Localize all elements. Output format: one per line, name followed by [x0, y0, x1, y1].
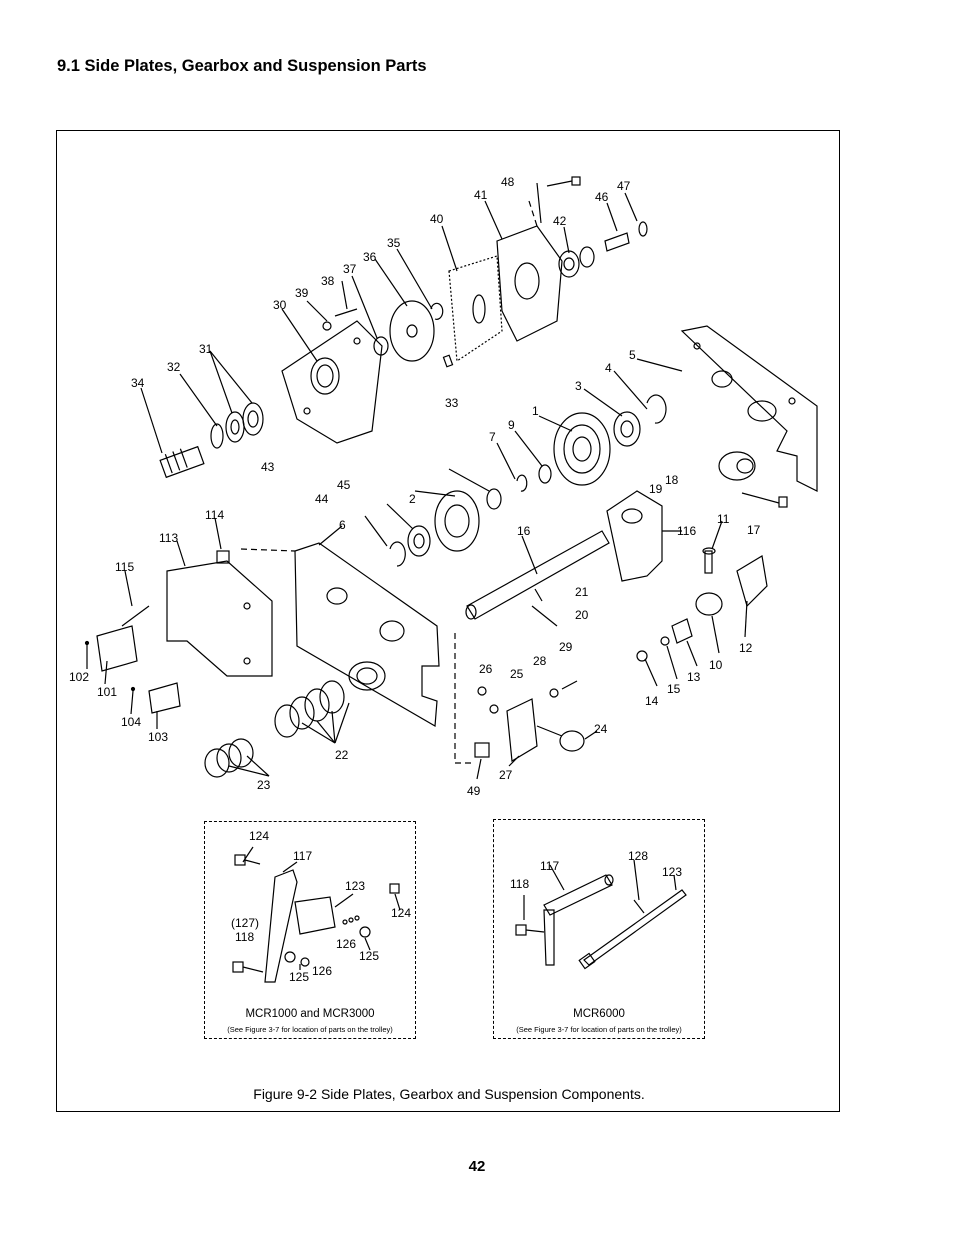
part-label: 18 — [665, 473, 679, 487]
part-label: 13 — [687, 670, 701, 684]
part-label: 102 — [69, 670, 89, 684]
part-label: 2 — [409, 492, 416, 506]
part-label: 118 — [510, 877, 529, 891]
part-label: (127) — [231, 916, 259, 930]
part-label: 44 — [315, 492, 329, 506]
part-label: 124 — [249, 829, 269, 843]
part-label: 33 — [445, 396, 459, 410]
part-label: 37 — [343, 262, 357, 276]
part-label: 116 — [677, 524, 696, 538]
part-label: 23 — [257, 778, 271, 792]
section-title: 9.1 Side Plates, Gearbox and Suspension … — [57, 57, 427, 75]
inset-note: (See Figure 3-7 for location of parts on… — [516, 1025, 682, 1034]
part-label: 115 — [115, 560, 134, 574]
part-label: 4 — [605, 361, 612, 375]
part-label: 117 — [293, 849, 312, 863]
part-label: 117 — [540, 859, 559, 873]
inset-mcr1000-mcr3000: 124 117 123 124 (127) 118 126 125 125 12… — [204, 821, 416, 1039]
part-label: 29 — [559, 640, 573, 654]
part-label: 39 — [295, 286, 309, 300]
part-label: 41 — [474, 188, 488, 202]
exploded-parts-diagram: 48 41 47 46 40 42 35 36 37 38 39 30 31 3… — [69, 175, 818, 798]
part-label: 22 — [335, 748, 349, 762]
part-label: 118 — [235, 930, 254, 944]
part-label: 47 — [617, 179, 631, 193]
part-label: 46 — [595, 190, 609, 204]
part-label: 20 — [575, 608, 589, 622]
part-label: 7 — [489, 430, 496, 444]
inset-title: MCR6000 — [573, 1008, 625, 1020]
part-label: 123 — [345, 879, 365, 893]
pinion-shaft-drawing — [159, 445, 205, 479]
part-label: 15 — [667, 682, 681, 696]
figure-frame: 48 41 47 46 40 42 35 36 37 38 39 30 31 3… — [56, 130, 840, 1112]
part-label: 45 — [337, 478, 351, 492]
part-label: 3 — [575, 379, 582, 393]
part-label: 114 — [205, 508, 224, 522]
part-label: 36 — [363, 250, 377, 264]
part-label: 6 — [339, 518, 346, 532]
part-label: 31 — [199, 342, 213, 356]
part-label: 113 — [159, 531, 178, 545]
part-label: 21 — [575, 585, 589, 599]
inset-note: (See Figure 3-7 for location of parts on… — [227, 1025, 393, 1034]
part-label: 38 — [321, 274, 335, 288]
part-label: 30 — [273, 298, 287, 312]
part-label: 48 — [501, 175, 515, 189]
part-label: 26 — [479, 662, 493, 676]
part-label: 35 — [387, 236, 401, 250]
inset-title: MCR1000 and MCR3000 — [245, 1008, 375, 1020]
part-label: 125 — [289, 970, 309, 984]
part-label: 10 — [709, 658, 723, 672]
part-label: 11 — [717, 512, 730, 526]
part-label: 17 — [747, 523, 761, 537]
part-label: 40 — [430, 212, 444, 226]
part-label: 124 — [391, 906, 411, 920]
part-label: 16 — [517, 524, 531, 538]
figure-caption: Figure 9-2 Side Plates, Gearbox and Susp… — [253, 1086, 645, 1102]
part-label: 42 — [553, 214, 567, 228]
inset-right-drawing: 117 128 123 118 — [510, 849, 687, 970]
part-label: 19 — [649, 482, 663, 496]
part-label: 126 — [312, 964, 332, 978]
part-label: 24 — [594, 722, 608, 736]
part-label: 12 — [739, 641, 753, 655]
part-label: 126 — [336, 937, 356, 951]
part-label: 43 — [261, 460, 275, 474]
inset-mcr6000: 117 128 123 118 MCR6000 (See Figure 3-7 … — [493, 819, 705, 1039]
inset-left-drawing: 124 117 123 124 (127) 118 126 125 125 12… — [231, 829, 411, 984]
part-label: 14 — [645, 694, 659, 708]
part-label: 123 — [662, 865, 682, 879]
part-label: 25 — [510, 667, 524, 681]
part-label: 28 — [533, 654, 547, 668]
part-label: 9 — [508, 418, 515, 432]
part-label: 104 — [121, 715, 141, 729]
part-label: 1 — [532, 404, 539, 418]
part-label: 49 — [467, 784, 481, 798]
part-label: 103 — [148, 730, 168, 744]
page-number: 42 — [468, 1158, 486, 1175]
part-label: 27 — [499, 768, 513, 782]
part-label: 128 — [628, 849, 648, 863]
part-label: 5 — [629, 348, 636, 362]
part-label: 32 — [167, 360, 181, 374]
part-label: 101 — [97, 685, 117, 699]
part-label: 34 — [131, 376, 145, 390]
part-label: 125 — [359, 949, 379, 963]
